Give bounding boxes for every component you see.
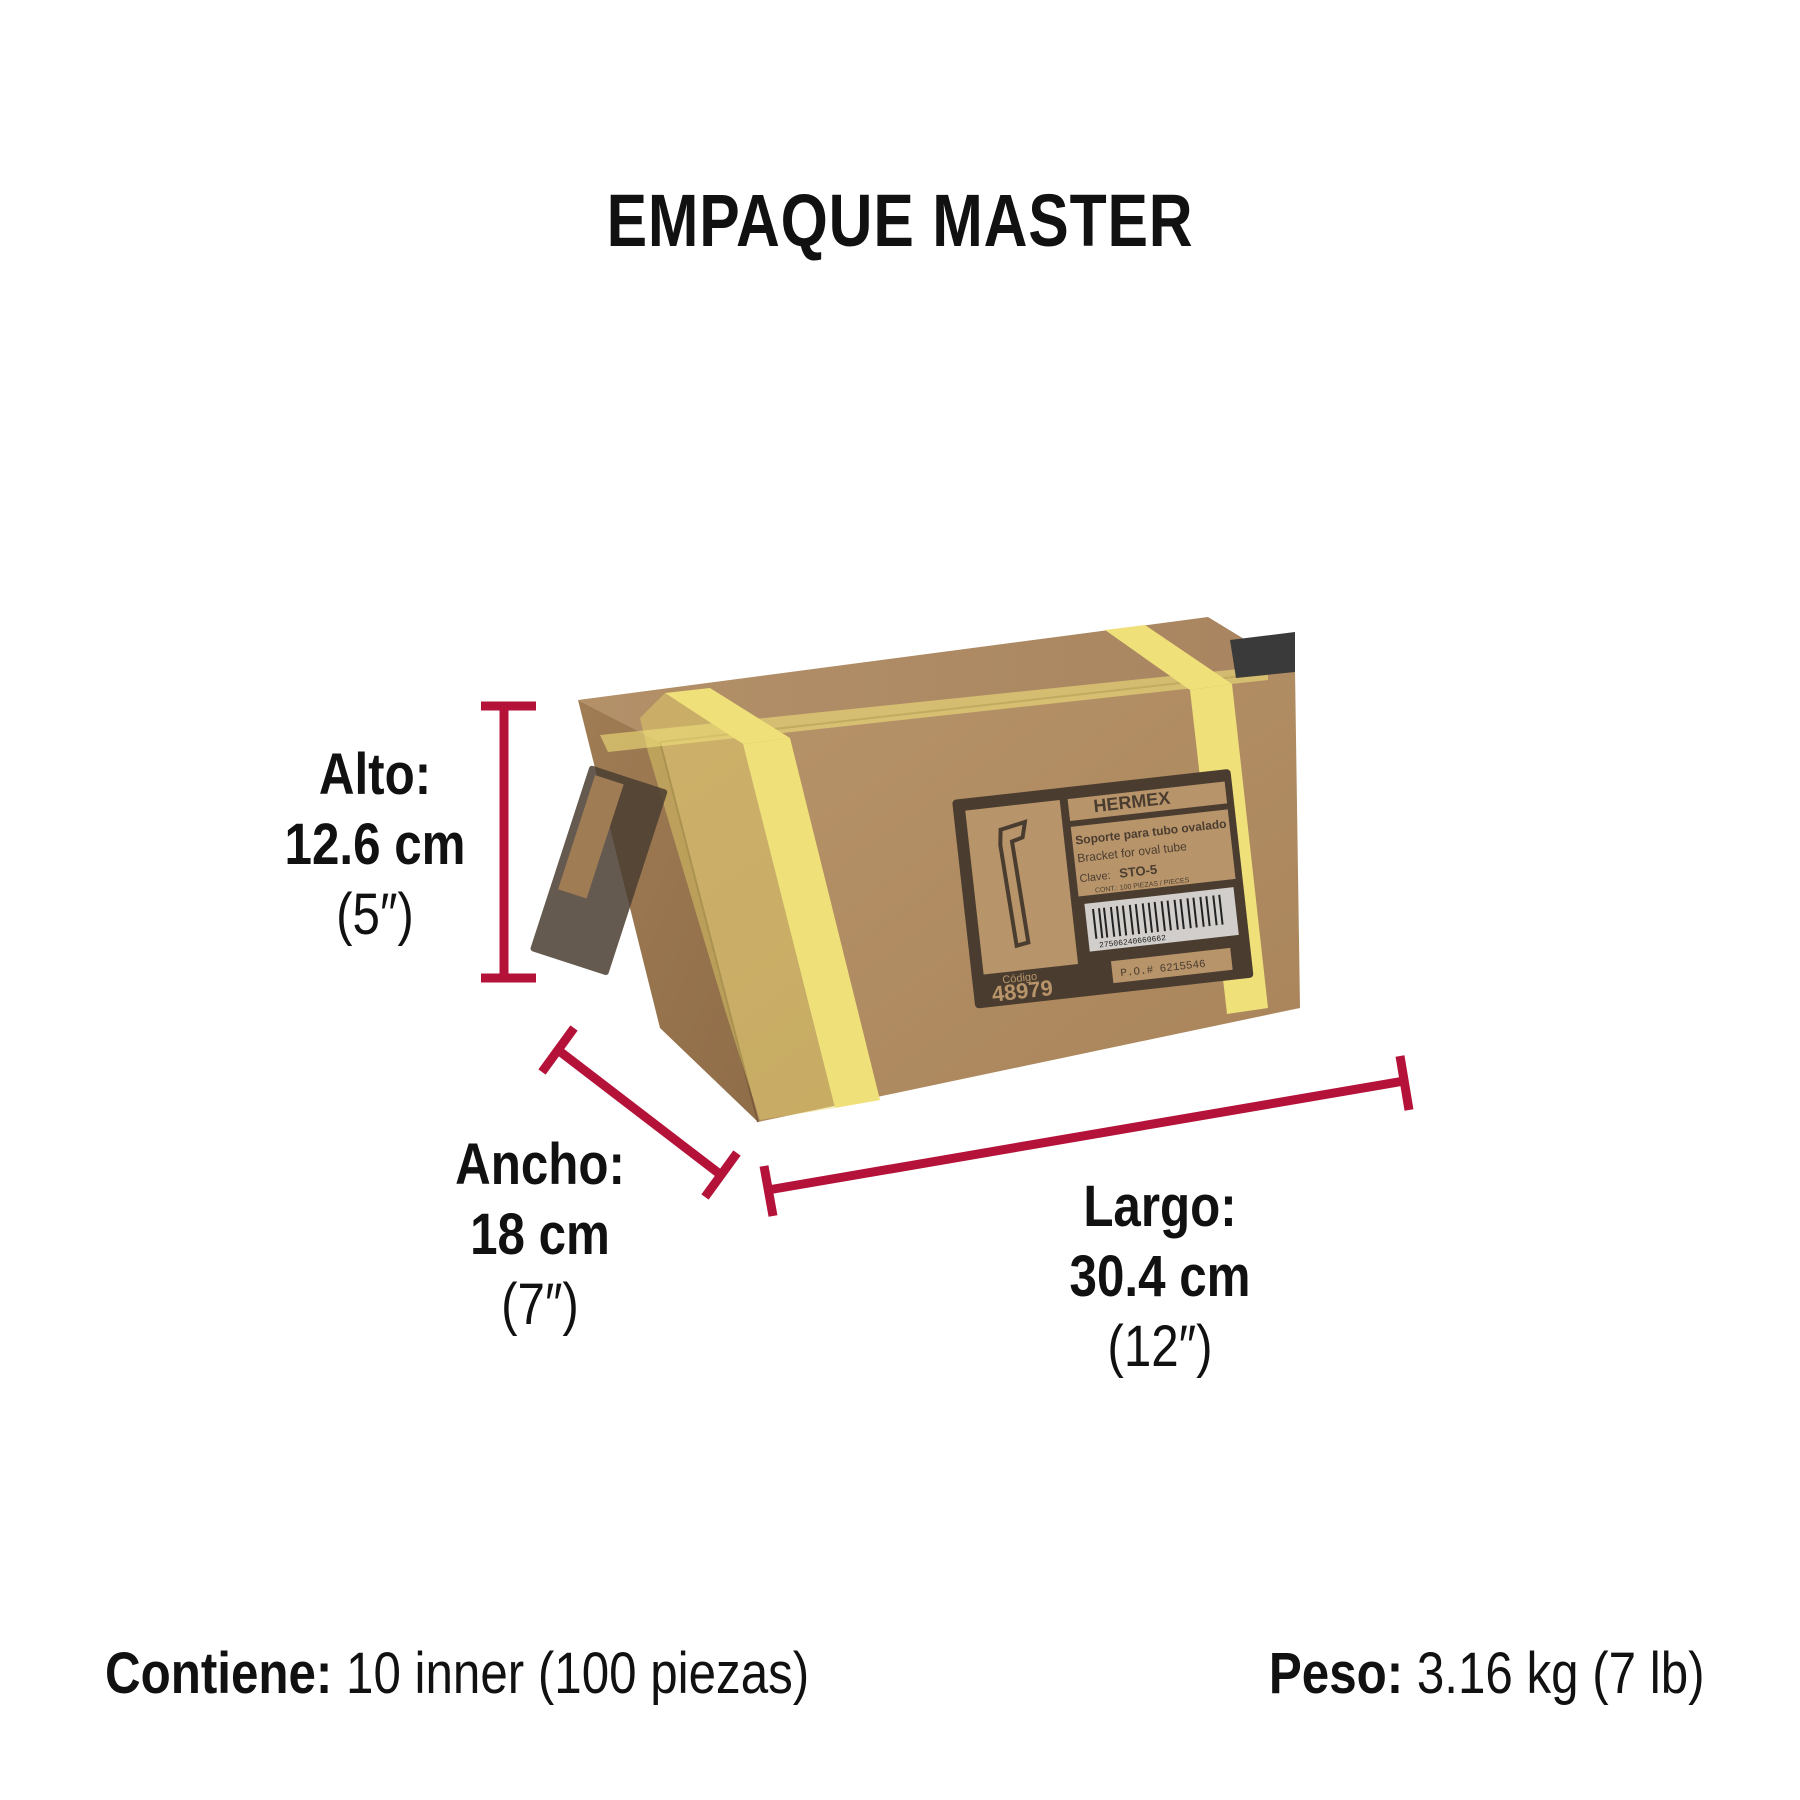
contiene-value: 10 inner (100 piezas) <box>346 1641 810 1706</box>
box-label: HERMEX Soporte para tubo ovalado Bracket… <box>952 769 1254 1009</box>
strap-left-side <box>640 693 835 1120</box>
contents-info: Contiene: 10 inner (100 piezas) <box>105 1640 809 1707</box>
ancho-dimension: Ancho: 18 cm (7″) <box>430 1130 651 1340</box>
corner-tag <box>1230 632 1295 678</box>
contiene-label: Contiene: <box>105 1641 333 1706</box>
largo-value: 30.4 cm <box>1069 1244 1251 1309</box>
alto-value: 12.6 cm <box>284 812 466 877</box>
alto-label: Alto: <box>318 742 432 807</box>
largo-label: Largo: <box>1083 1174 1237 1239</box>
label-clave: STO-5 <box>1118 862 1157 881</box>
box-top-face <box>578 617 1295 742</box>
largo-imperial: (12″) <box>1107 1314 1213 1379</box>
label-codigo-label: Código <box>1002 971 1038 987</box>
largo-dimension: Largo: 30.4 cm (12″) <box>1050 1172 1271 1382</box>
alto-imperial: (5″) <box>336 882 414 947</box>
strap-left-front <box>743 738 880 1108</box>
box-side-label <box>530 765 668 976</box>
ancho-label: Ancho: <box>455 1132 625 1197</box>
peso-value: 3.16 kg (7 lb) <box>1417 1641 1705 1706</box>
alto-dimension-line <box>481 701 536 983</box>
ancho-imperial: (7″) <box>501 1272 579 1337</box>
largo-dimension-line <box>759 1055 1414 1217</box>
label-clave-label: Clave: <box>1079 870 1111 885</box>
weight-info: Peso: 3.16 kg (7 lb) <box>1269 1640 1705 1707</box>
peso-label: Peso: <box>1269 1641 1404 1706</box>
page-title: EMPAQUE MASTER <box>606 179 1194 262</box>
ancho-dimension-line <box>538 1025 741 1200</box>
bracket-icon <box>998 819 1031 949</box>
strap-top-band <box>600 666 1268 752</box>
ancho-value: 18 cm <box>470 1202 610 1267</box>
alto-dimension: Alto: 12.6 cm (5″) <box>252 740 499 950</box>
